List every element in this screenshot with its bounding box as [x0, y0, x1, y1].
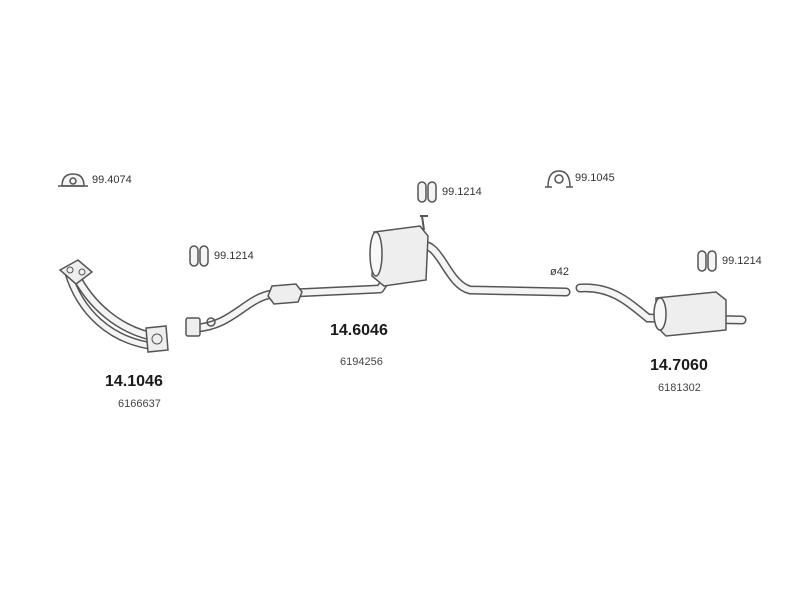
middle-section-14-6046: [185, 215, 571, 337]
part-number: 14.1046: [105, 373, 163, 390]
ring-hanger-icon: [545, 170, 573, 188]
hardware-code: 99.1214: [442, 186, 482, 198]
rear-silencer-14-7060: [575, 283, 747, 337]
hardware-code: 99.1214: [214, 250, 254, 262]
oem-number: 6166637: [118, 398, 161, 410]
rubber-hanger-icon: [417, 181, 437, 203]
rubber-hanger-icon: [697, 250, 717, 272]
oem-number: 6194256: [340, 356, 383, 368]
rubber-hanger-icon: [189, 245, 209, 267]
part-number: 14.6046: [330, 322, 388, 339]
clamp-icon: [58, 173, 88, 187]
part-number: 14.7060: [650, 357, 708, 374]
hardware-code: 99.1214: [722, 255, 762, 267]
hardware-code: 99.4074: [92, 174, 132, 186]
front-pipe-14-1046: [58, 259, 169, 353]
oem-number: 6181302: [658, 382, 701, 394]
hardware-code: 99.1045: [575, 172, 615, 184]
pipe-diameter-label: ø42: [550, 266, 569, 278]
